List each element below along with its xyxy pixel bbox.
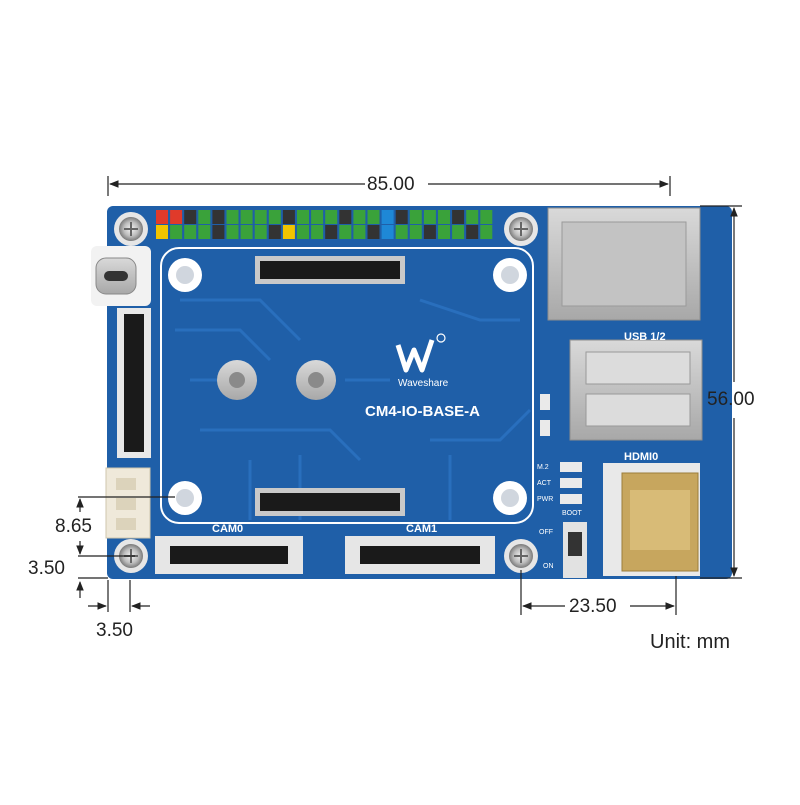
dim-hole-spacing-text: 8.65 (55, 516, 92, 537)
board-name: CM4-IO-BASE-A (365, 403, 480, 420)
gpio-pin (254, 210, 267, 224)
gpio-pin (311, 210, 324, 224)
gpio-pin (311, 225, 324, 239)
gpio-pin (170, 210, 183, 224)
center-standoffs (217, 360, 336, 400)
off-label: OFF (539, 529, 553, 536)
gpio-pin (184, 210, 197, 224)
gpio-pin (198, 225, 211, 239)
usb-a-port (569, 339, 703, 441)
on-label: ON (543, 563, 554, 570)
gpio-pin (282, 210, 295, 224)
gpio-pin (466, 210, 479, 224)
hdmi-label: HDMI0 (624, 451, 658, 463)
dimension-width (107, 176, 671, 196)
gpio-pin (423, 225, 436, 239)
display-connector (117, 308, 151, 458)
m2-label: M.2 (537, 464, 549, 471)
gpio-pin (282, 225, 295, 239)
ethernet-port (547, 207, 701, 321)
gpio-pin (212, 210, 225, 224)
gpio-pin (184, 225, 197, 239)
boot-label: BOOT (562, 510, 583, 517)
gpio-pin (156, 225, 168, 239)
cam0-label: CAM0 (212, 523, 243, 535)
gpio-pin (226, 225, 239, 239)
gpio-pin (381, 210, 394, 224)
dim-hole-y-text: 3.50 (28, 558, 65, 579)
screw-top-left (114, 212, 148, 246)
dim-width-text: 85.00 (367, 174, 415, 195)
gpio-pin (409, 210, 422, 224)
gpio-pin (480, 210, 493, 224)
cm4-outline (160, 247, 534, 524)
gpio-pin (156, 210, 168, 224)
cam1-connector (345, 536, 495, 574)
gpio-pin (381, 225, 394, 239)
brand-text: Waveshare (398, 378, 449, 389)
hdmi-port (603, 463, 700, 576)
gpio-pin (367, 210, 380, 224)
act-label: ACT (537, 480, 552, 487)
fan-connector (105, 467, 151, 539)
gpio-pin (339, 225, 352, 239)
b2b-connector-top (255, 256, 405, 284)
dim-height-text: 56.00 (707, 389, 755, 410)
gpio-header (156, 210, 493, 239)
usb-label: USB 1/2 (624, 331, 666, 343)
cam0-connector (155, 536, 303, 574)
unit-label: Unit: mm (650, 631, 730, 653)
gpio-pin (325, 210, 338, 224)
gpio-pin (353, 225, 366, 239)
dimension-height (700, 205, 742, 579)
usb-c-port (91, 246, 151, 306)
gpio-pin (452, 225, 465, 239)
gpio-pin (367, 225, 380, 239)
gpio-pin (268, 225, 281, 239)
dimension-hdmi-offset (520, 570, 677, 615)
gpio-pin (423, 210, 436, 224)
gpio-pin (395, 210, 408, 224)
dimension-hole-y (76, 577, 108, 598)
waveshare-logo (395, 333, 446, 373)
gpio-pin (297, 210, 309, 224)
gpio-pin (395, 225, 408, 239)
pwr-label: PWR (537, 496, 553, 503)
dimension-hole-x (88, 580, 150, 612)
b2b-connector-bottom (255, 488, 405, 516)
gpio-pin (170, 225, 183, 239)
dimension-hole-spacing (76, 496, 175, 557)
boot-switch (563, 522, 587, 578)
gpio-pin (438, 225, 450, 239)
cam1-label: CAM1 (406, 523, 437, 535)
gpio-pin (240, 225, 253, 239)
dim-hdmi-offset-text: 23.50 (569, 596, 617, 617)
screw-bottom-right (504, 539, 538, 573)
gpio-pin (339, 210, 352, 224)
gpio-pin (297, 225, 309, 239)
pcb-traces (175, 298, 532, 520)
gpio-pin (268, 210, 281, 224)
gpio-pin (240, 210, 253, 224)
gpio-pin (480, 225, 493, 239)
gpio-pin (198, 210, 211, 224)
gpio-pin (212, 225, 225, 239)
screw-top-right (504, 212, 538, 246)
gpio-pin (438, 210, 450, 224)
status-leds (540, 394, 582, 504)
dim-hole-x-text: 3.50 (96, 620, 133, 641)
cm4-mount-holes (168, 258, 527, 515)
gpio-pin (452, 210, 465, 224)
gpio-pin (466, 225, 479, 239)
gpio-pin (254, 225, 267, 239)
gpio-pin (353, 210, 366, 224)
gpio-pin (409, 225, 422, 239)
gpio-pin (226, 210, 239, 224)
gpio-pin (325, 225, 338, 239)
